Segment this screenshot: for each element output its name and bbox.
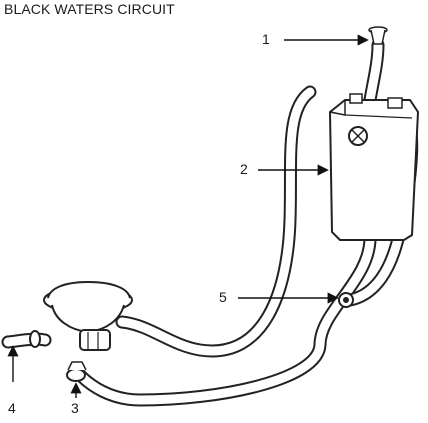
holding-tank bbox=[330, 94, 418, 240]
deck-fill-fitting bbox=[369, 27, 387, 44]
hose-tank-to-toilet-outlet bbox=[122, 92, 310, 351]
callout-4-label: 4 bbox=[8, 400, 16, 416]
callout-3-label: 3 bbox=[71, 400, 79, 416]
valve bbox=[339, 293, 353, 307]
callout-5-label: 5 bbox=[219, 289, 227, 305]
callout-1-label: 1 bbox=[262, 31, 270, 47]
callout-2-label: 2 bbox=[240, 161, 248, 177]
through-hull-fitting bbox=[67, 362, 86, 381]
